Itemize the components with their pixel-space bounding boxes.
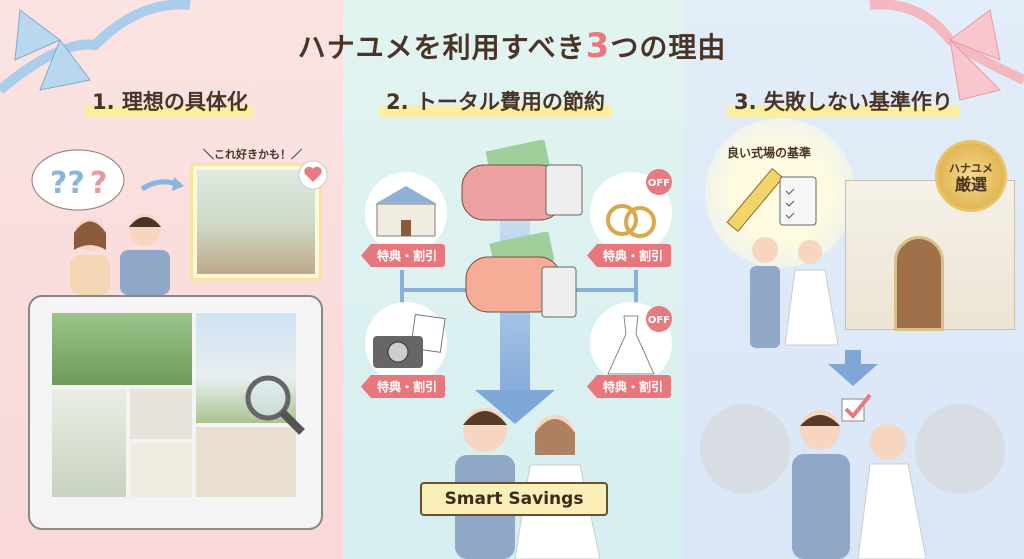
caption-like-this: ＼これ好きかも！／: [203, 148, 302, 161]
choosing-couple-illustration: [792, 410, 927, 559]
thought-cloud-icon: ???: [31, 149, 125, 211]
wallet-calculator-icon-2: [465, 232, 577, 318]
smart-savings-banner: Smart Savings: [420, 482, 608, 516]
page-title: ハナユメを利用すべき3つの理由: [297, 26, 727, 66]
down-arrow-icon-3: [828, 350, 878, 386]
rings-circle: [590, 172, 672, 254]
discount-tag-photo: 特典・割引: [361, 375, 446, 398]
section-3-heading: 3. 失敗しない基準作り: [728, 86, 959, 118]
rings-icon: [606, 204, 656, 238]
chapel-photo-card: [190, 163, 322, 281]
venue-couple-illustration: [750, 237, 839, 348]
savings-couple-illustration: [455, 408, 600, 559]
checkmark-icon: [841, 393, 872, 422]
off-badge-2: OFF: [646, 306, 672, 332]
off-badge-1: OFF: [646, 169, 672, 195]
svg-text:?: ?: [90, 166, 107, 201]
connector-lines: [400, 270, 638, 325]
blue-ribbon-icon: [0, 0, 191, 94]
criteria-label: 良い式場の基準: [727, 146, 812, 160]
venue-option-left: [700, 404, 790, 494]
photo-circle: [365, 302, 447, 384]
svg-text:??: ??: [50, 166, 85, 201]
ruler-clipboard-icon: [726, 167, 817, 233]
dress-icon: [607, 315, 655, 375]
section-2-heading: 2. トータル費用の節約: [380, 86, 611, 118]
couple-illustration: [70, 214, 170, 295]
hanayume-selected-badge: ハナユメ厳選: [935, 140, 1007, 212]
venue-circle: [365, 172, 447, 254]
heart-icon: [298, 160, 328, 190]
discount-tag-rings: 特典・割引: [587, 244, 672, 267]
svg-text:OFF: OFF: [648, 315, 670, 326]
pink-ribbon-icon: [869, 0, 1024, 101]
wallet-calculator-icon: [461, 140, 583, 221]
arrow-right-icon: [140, 177, 184, 192]
magnifier-icon: [245, 375, 305, 435]
venue-building-icon: [375, 186, 437, 237]
section-1-heading: 1. 理想の具体化: [86, 86, 254, 118]
venue-option-right: [915, 404, 1005, 494]
camera-icon: [373, 313, 446, 368]
svg-text:OFF: OFF: [648, 178, 670, 189]
discount-tag-dress: 特典・割引: [587, 375, 672, 398]
down-arrow-icon: [475, 390, 555, 424]
discount-tag-venue: 特典・割引: [361, 244, 446, 267]
